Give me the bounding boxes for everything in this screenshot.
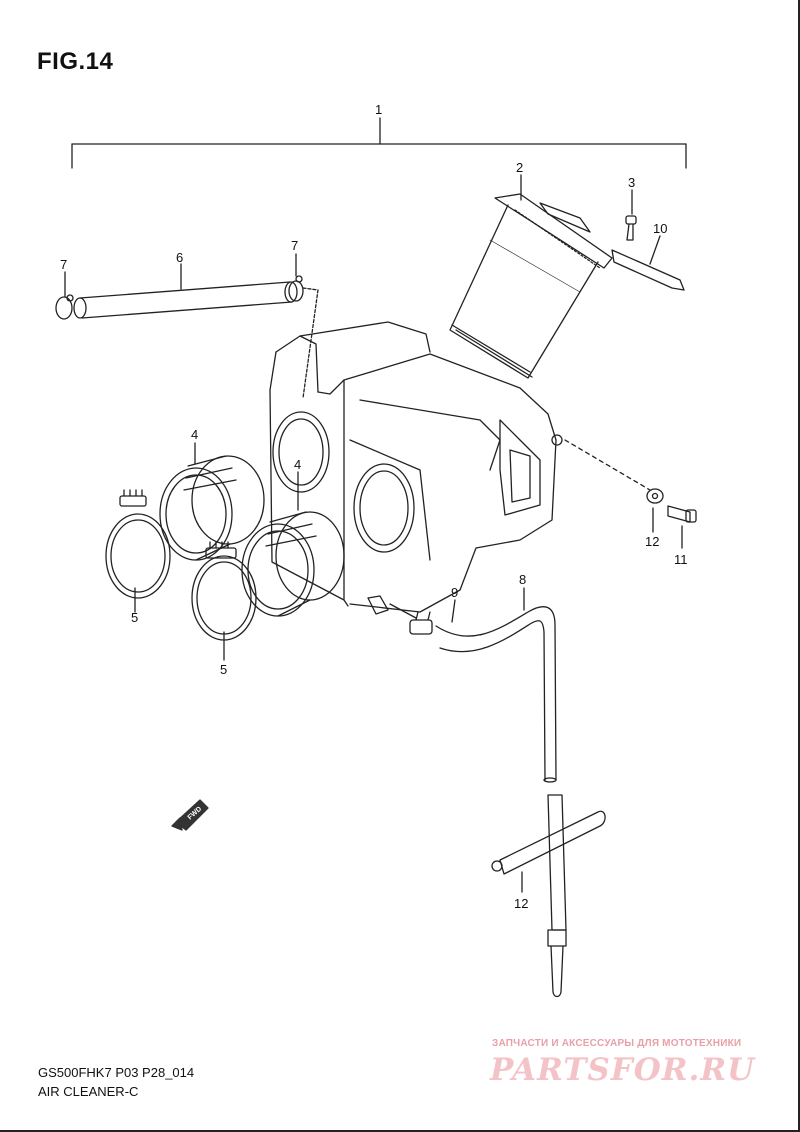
callout-5-left: 5 bbox=[131, 610, 138, 625]
mounting-bolt bbox=[667, 505, 697, 549]
hose-clamp-right bbox=[191, 541, 257, 661]
callout-2: 2 bbox=[516, 160, 523, 175]
washer-upper bbox=[564, 439, 664, 533]
watermark-tagline: ЗАПЧАСТИ И АКСЕССУАРЫ ДЛЯ МОТОТЕХНИКИ bbox=[492, 1038, 742, 1049]
callout-11: 11 bbox=[674, 552, 688, 567]
filter-bracket bbox=[611, 235, 685, 291]
assembly-bracket bbox=[71, 117, 687, 169]
callout-9: 9 bbox=[451, 585, 458, 600]
callout-5-right: 5 bbox=[220, 662, 227, 677]
forward-arrow bbox=[171, 799, 209, 831]
figure-title: FIG.14 bbox=[37, 48, 114, 75]
screw bbox=[625, 189, 637, 241]
footer-section-name: AIR CLEANER-C bbox=[38, 1084, 139, 1099]
tube-clip-right bbox=[288, 253, 319, 399]
callout-8: 8 bbox=[519, 572, 526, 587]
air-cleaner-box bbox=[269, 321, 563, 619]
callout-6: 6 bbox=[176, 250, 183, 265]
hose-holder-bracket bbox=[491, 794, 606, 931]
tube-clip-left bbox=[55, 271, 74, 320]
callout-12-lower: 12 bbox=[514, 896, 528, 911]
callout-4-left: 4 bbox=[191, 427, 198, 442]
drain-plug bbox=[547, 929, 567, 998]
callout-7-left: 7 bbox=[60, 257, 67, 272]
callout-3: 3 bbox=[628, 175, 635, 190]
callout-12-upper: 12 bbox=[645, 534, 659, 549]
breather-tube bbox=[73, 263, 298, 319]
callout-10: 10 bbox=[653, 221, 667, 236]
footer-model-code: GS500FHK7 P03 P28_014 bbox=[38, 1065, 195, 1080]
hose-clamp-left bbox=[105, 489, 171, 613]
drain-clamp bbox=[409, 599, 456, 635]
intake-boot-right bbox=[241, 471, 345, 617]
drain-hose bbox=[435, 587, 557, 783]
filter-element bbox=[449, 174, 613, 379]
callout-1: 1 bbox=[375, 102, 382, 117]
watermark-logo: PARTSFOR.RU bbox=[490, 1052, 756, 1088]
callout-7-right: 7 bbox=[291, 238, 298, 253]
callout-4-right: 4 bbox=[294, 457, 301, 472]
